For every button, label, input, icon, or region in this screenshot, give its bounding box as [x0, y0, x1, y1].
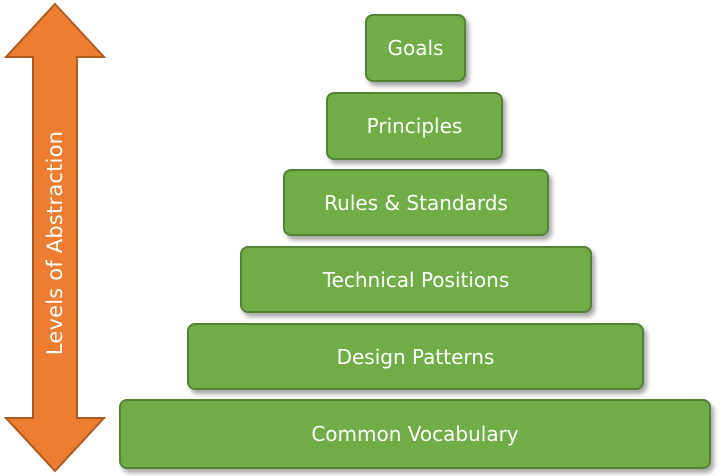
level-design-patterns: Design Patterns [187, 323, 644, 390]
abstraction-arrow: Levels of Abstraction [0, 0, 110, 476]
level-common-vocabulary: Common Vocabulary [119, 399, 711, 469]
level-principles: Principles [326, 92, 503, 160]
level-rules-standards: Rules & Standards [283, 169, 549, 236]
arrow-label: Levels of Abstraction [43, 130, 67, 356]
double-arrow-icon [3, 2, 107, 473]
level-technical-positions: Technical Positions [240, 246, 592, 313]
level-goals: Goals [365, 14, 466, 82]
